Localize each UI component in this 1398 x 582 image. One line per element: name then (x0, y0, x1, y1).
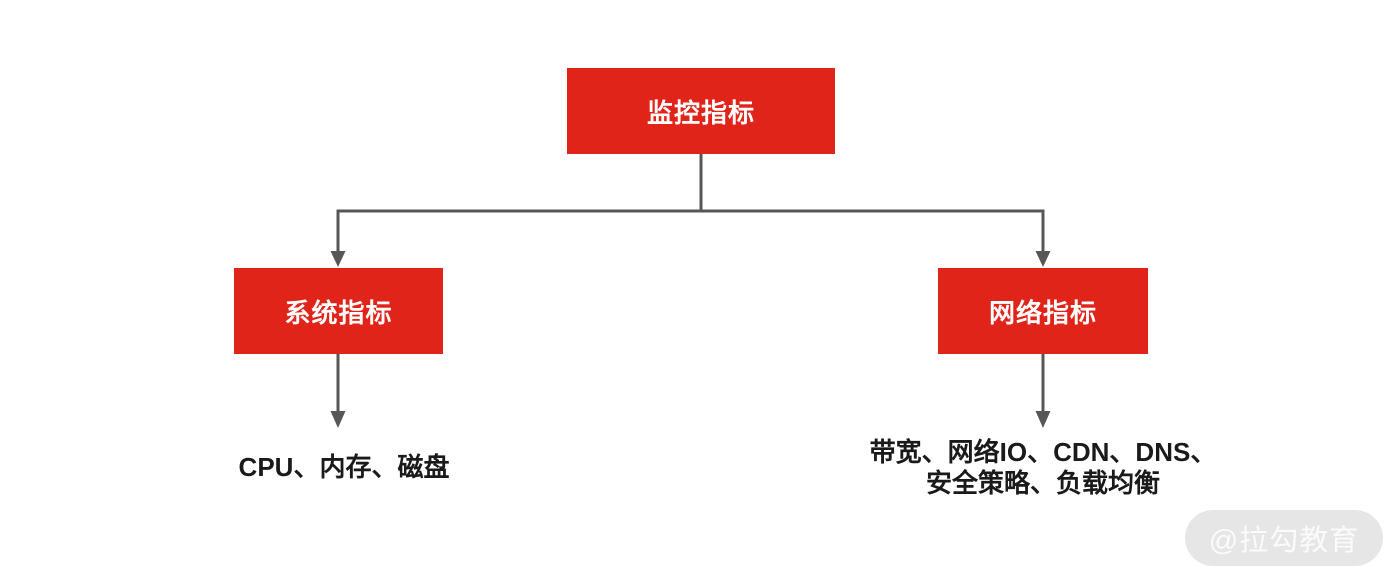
node-monitoring-metrics: 监控指标 (567, 68, 835, 154)
leaf-system-metrics-line: CPU、内存、磁盘 (238, 452, 450, 482)
node-network-metrics-label: 网络指标 (988, 297, 1097, 328)
leaf-network-metrics-detail: 带宽、网络IO、CDN、DNS、 安全策略、负载均衡 (850, 437, 1236, 499)
watermark-label: @拉勾教育 (1208, 525, 1360, 557)
arrowhead-left-leaf (330, 411, 346, 428)
node-system-metrics: 系统指标 (234, 268, 443, 354)
node-system-metrics-label: 系统指标 (284, 297, 393, 328)
watermark-badge: @拉勾教育 (1185, 510, 1383, 566)
arrowhead-left-child (330, 251, 346, 267)
node-network-metrics: 网络指标 (938, 268, 1148, 354)
node-monitoring-metrics-label: 监控指标 (646, 97, 755, 128)
leaf-network-metrics-line-2: 安全策略、负载均衡 (925, 468, 1160, 498)
arrowhead-right-child (1035, 251, 1051, 267)
arrowhead-right-leaf (1035, 411, 1051, 428)
leaf-system-metrics-detail: CPU、内存、磁盘 (168, 452, 520, 483)
leaf-network-metrics-line-1: 带宽、网络IO、CDN、DNS、 (869, 437, 1217, 467)
